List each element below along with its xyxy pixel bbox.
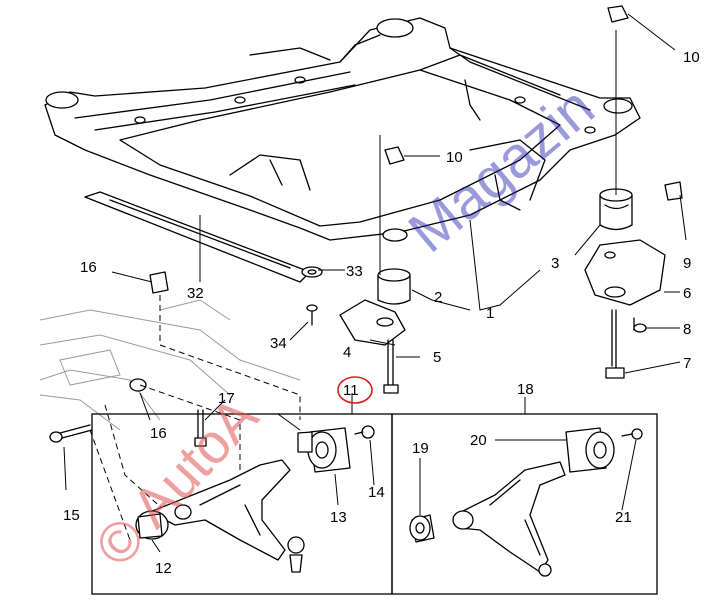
- nut-9: [664, 181, 683, 201]
- callout-14: 14: [368, 484, 385, 501]
- nut-16-top: [149, 271, 169, 294]
- callout-6: 6: [683, 285, 691, 302]
- control-arm-18: [452, 461, 566, 577]
- callout-19: 19: [412, 440, 429, 457]
- bolt-7: [605, 309, 625, 379]
- bracket-6: [584, 239, 666, 306]
- callout-12: 12: [155, 560, 172, 577]
- leader-lines: [63, 13, 687, 553]
- bolt-34: [306, 304, 318, 326]
- callout-5: 5: [433, 349, 441, 366]
- nut-10-top: [607, 5, 629, 23]
- subframe: [44, 17, 641, 242]
- bolt-21: [621, 428, 643, 440]
- alignment-lines: [89, 295, 301, 541]
- callout-10-mid: 10: [446, 149, 463, 166]
- bolt-15: [49, 424, 93, 443]
- callout-9: 9: [683, 255, 691, 272]
- callout-8: 8: [683, 321, 691, 338]
- nut-16-lower: [129, 378, 147, 392]
- callout-16-top: 16: [80, 259, 97, 276]
- bolt-8: [633, 317, 647, 333]
- callout-1: 1: [486, 305, 494, 322]
- highlight-circle: [337, 376, 373, 404]
- nut-10-mid: [384, 146, 405, 165]
- callout-11: 11: [343, 382, 359, 399]
- body-structure: [39, 299, 301, 431]
- bracket-4: [339, 299, 406, 346]
- callout-labels: 10 10 3 9 6 8 7 2 1 4 5 33 32 16 34 11 1…: [63, 49, 700, 577]
- bushing-20: [565, 427, 615, 473]
- callout-7: 7: [683, 355, 691, 372]
- callout-13: 13: [330, 509, 347, 526]
- mount-bushing-2: [377, 268, 411, 305]
- callout-3: 3: [551, 255, 559, 272]
- callout-15: 15: [63, 507, 80, 524]
- callout-2: 2: [434, 289, 442, 306]
- bushing-19: [409, 514, 435, 543]
- bushing-13: [297, 427, 351, 473]
- callout-20: 20: [470, 432, 487, 449]
- callout-21: 21: [615, 509, 632, 526]
- callout-17: 17: [218, 390, 235, 407]
- mount-bushing-3: [599, 188, 633, 231]
- callout-10-top: 10: [683, 49, 700, 66]
- bolt-17: [194, 409, 207, 447]
- washer-33: [301, 266, 323, 278]
- bolt-5: [383, 339, 399, 394]
- callout-18: 18: [517, 381, 534, 398]
- bolt-14: [354, 425, 375, 439]
- callout-34: 34: [270, 335, 287, 352]
- bushing-12: [137, 513, 163, 539]
- callout-32: 32: [187, 285, 204, 302]
- callout-16-lower: 16: [150, 425, 167, 442]
- callout-33: 33: [346, 263, 363, 280]
- callout-4: 4: [343, 344, 351, 361]
